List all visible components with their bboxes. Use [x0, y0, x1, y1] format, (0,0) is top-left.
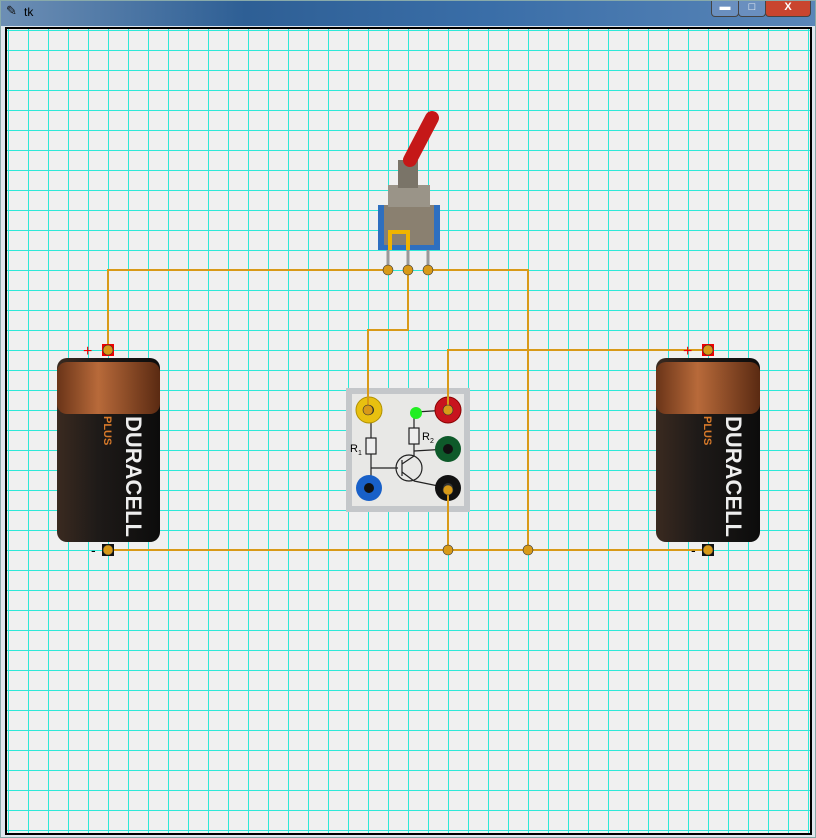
r2-label: R	[422, 431, 430, 443]
terminal-right-plus[interactable]	[702, 344, 714, 356]
terminal-right-minus[interactable]	[702, 544, 714, 556]
wire	[428, 269, 529, 550]
battery-sub: PLUS	[101, 416, 113, 445]
r1-sub: 1	[358, 450, 362, 457]
r2-sub: 2	[430, 438, 434, 445]
toggle-switch[interactable]	[378, 111, 440, 270]
wire	[447, 349, 708, 410]
switch-pin	[382, 264, 394, 276]
switch-pin	[402, 264, 414, 276]
junction-node	[522, 544, 534, 556]
minus-sign: -	[91, 542, 96, 558]
plus-sign: +	[683, 343, 692, 360]
r1-label: R	[350, 443, 358, 455]
switch-pin	[422, 264, 434, 276]
close-button[interactable]: X	[765, 0, 811, 17]
socket-node	[442, 484, 454, 496]
socket-node	[442, 404, 454, 416]
terminal-left-minus[interactable]	[102, 544, 114, 556]
svg-text:R1: R1	[350, 443, 362, 457]
battery-sub: PLUS	[701, 416, 713, 445]
svg-text:R2: R2	[422, 431, 434, 445]
battery-brand: DURACELL	[721, 416, 746, 537]
wire	[107, 269, 388, 350]
led-indicator	[410, 407, 422, 419]
tk-feather-icon: ✎	[6, 3, 17, 18]
battery-left[interactable]: DURACELL PLUS	[57, 358, 160, 542]
connection-nodes[interactable]	[362, 264, 534, 556]
socket-node	[362, 404, 374, 416]
title-bar: ✎ tk ▬ □ X	[0, 0, 816, 26]
junction-node	[442, 544, 454, 556]
wire	[367, 270, 409, 410]
battery-brand: DURACELL	[121, 416, 146, 537]
wires	[107, 269, 708, 551]
window-title: tk	[24, 5, 34, 19]
plus-sign: +	[83, 343, 92, 360]
minus-sign: -	[691, 542, 696, 558]
terminal-left-plus[interactable]	[102, 344, 114, 356]
battery-right[interactable]: DURACELL PLUS	[656, 358, 760, 542]
